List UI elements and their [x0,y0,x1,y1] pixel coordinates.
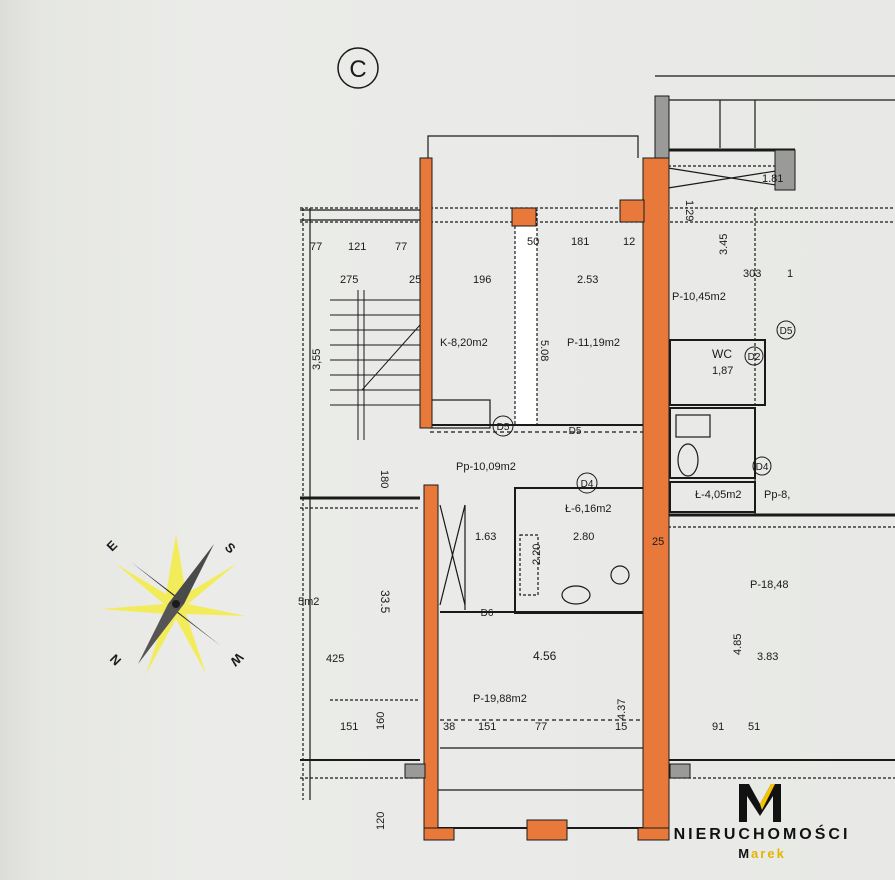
dim-label: 120 [375,812,387,830]
wall-bottom-left [423,827,455,841]
dim-label: 4.85 [732,634,744,655]
dim-label: 196 [473,274,491,286]
room-label-living-room: P-19,88m2 [473,693,527,705]
dim-label: 25 [409,274,421,286]
dim-label: 5.08 [538,340,550,361]
wall-bottom-stub [526,819,568,841]
section-marker-label: C [349,56,366,83]
dim-label: 4.56 [533,649,557,663]
compass-letter: E [104,537,121,554]
dim-label: 1 [787,268,793,280]
room-label-wc-area: 1,87 [712,365,733,377]
brand-logo-text: NIERUCHOMOŚCI [673,826,851,843]
section-marker-circle [337,47,379,89]
door-mark: D4 [581,479,594,490]
brand-logo-subtitle-rest: arek [751,846,786,861]
compass-letter: W [227,650,247,670]
dim-label: 3.83 [757,651,778,663]
dim-label: 151 [340,721,358,733]
dim-label: 77 [310,241,322,253]
dim-label: 181 [571,236,589,248]
compass-letter: S [222,540,239,557]
room-label-bathroom-right: Ł-4,05m2 [695,489,741,501]
room-label-left-partial: 5m2 [298,596,319,608]
dim-label: 3,55 [311,349,323,370]
dim-label: 160 [375,712,387,730]
room-label-wc: WC [712,347,732,361]
dim-label: 91 [712,721,724,733]
room-label-hallway-right: Pp-8, [764,489,790,501]
dim-label: 51 [748,721,760,733]
dim-label: 2.53 [577,274,598,286]
dim-label: 3.45 [718,234,730,255]
dim-label: 38 [443,721,455,733]
wall-top-right-stub [619,199,645,223]
dim-label: 12 [623,236,635,248]
door-mark: D5 [780,326,793,337]
wall-left [419,157,433,429]
dim-label: 121 [348,241,366,253]
compass-letter: N [107,651,124,668]
dim-label: 1.81 [762,173,783,185]
dim-label: 15 [615,721,627,733]
brand-logo-subtitle-first: M [738,846,752,861]
door-mark: D4 [756,462,769,473]
room-label-hallway: Pp-10,09m2 [456,461,516,473]
door-mark: D5 [569,426,582,437]
room-label-room-1: P-11,19m2 [567,337,620,349]
door-mark: D6 [481,608,494,619]
dim-label: 4.37 [616,699,628,720]
dim-label: 2.20 [531,544,543,565]
dim-label: 1.29 [683,200,695,221]
dim-label: 77 [395,241,407,253]
dim-label: 151 [478,721,496,733]
door-mark: D5 [497,422,510,433]
dim-label: 425 [326,653,344,665]
dim-label: 25 [652,536,664,548]
door-mark: D2 [748,352,761,363]
wall-right [642,157,670,839]
room-label-kitchen: K-8,20m2 [440,337,488,349]
dim-label: 303 [743,268,761,280]
dim-label: 275 [340,274,358,286]
dim-label: 180 [378,470,390,488]
wall-top-stub [511,207,537,227]
room-label-room-right-lower: P-18,48 [750,579,789,591]
compass-rose-icon [101,534,246,674]
dim-label: 2.80 [573,531,594,543]
dim-label: 1.63 [475,531,496,543]
wall-bottom-right [637,827,670,841]
brand-logo-subtitle: Marek [637,846,887,861]
dim-label: 50 [527,236,539,248]
dim-label: 77 [535,721,547,733]
dim-label: 33.5 [378,590,392,614]
brand-logo-mark-icon [739,784,781,822]
room-label-bathroom: Ł-6,16m2 [565,503,611,515]
brand-logo: NIERUCHOMOŚCI Marek [637,782,887,872]
wall-left-lower [423,484,439,841]
room-label-room-right: P-10,45m2 [672,291,726,303]
